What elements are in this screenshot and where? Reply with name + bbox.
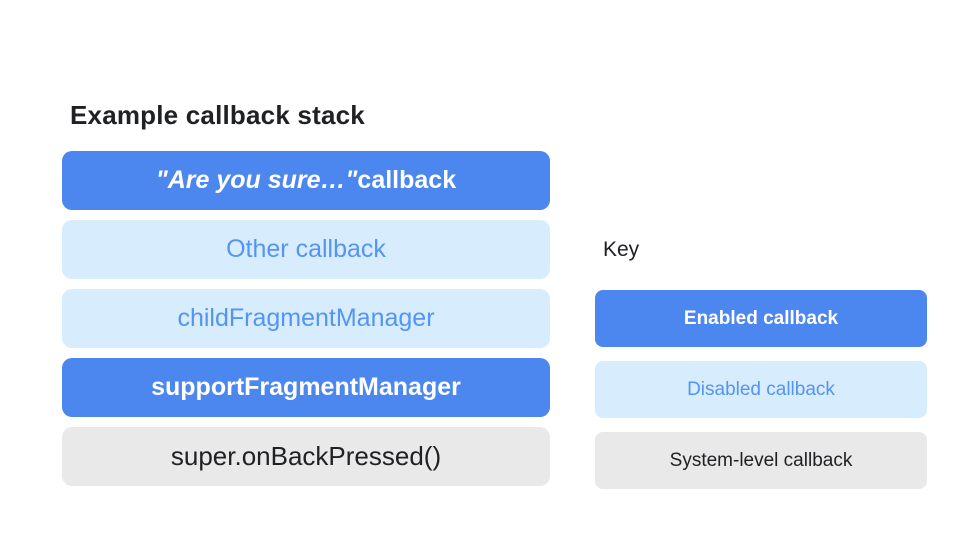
stack-item-super-on-back-pressed: super.onBackPressed() bbox=[62, 427, 550, 486]
stack-item-label-quoted: "Are you sure…" bbox=[155, 166, 358, 194]
legend-item-system-level-callback: System-level callback bbox=[595, 432, 927, 489]
legend-item-enabled-callback: Enabled callback bbox=[595, 290, 927, 347]
stack-item-child-fragment-manager: childFragmentManager bbox=[62, 289, 550, 348]
diagram-title: Example callback stack bbox=[70, 100, 365, 130]
callback-stack: Example callback stack "Are you sure…" c… bbox=[62, 100, 550, 496]
stack-item-label-rest: callback bbox=[357, 166, 457, 194]
stack-item-other-callback: Other callback bbox=[62, 220, 550, 279]
legend-title: Key bbox=[603, 238, 640, 261]
stack-item-support-fragment-manager: supportFragmentManager bbox=[62, 358, 550, 417]
legend-item-disabled-callback: Disabled callback bbox=[595, 361, 927, 418]
stack-item-are-you-sure-callback: "Are you sure…" callback bbox=[62, 151, 550, 210]
legend: Key Enabled callback Disabled callback S… bbox=[595, 238, 927, 503]
